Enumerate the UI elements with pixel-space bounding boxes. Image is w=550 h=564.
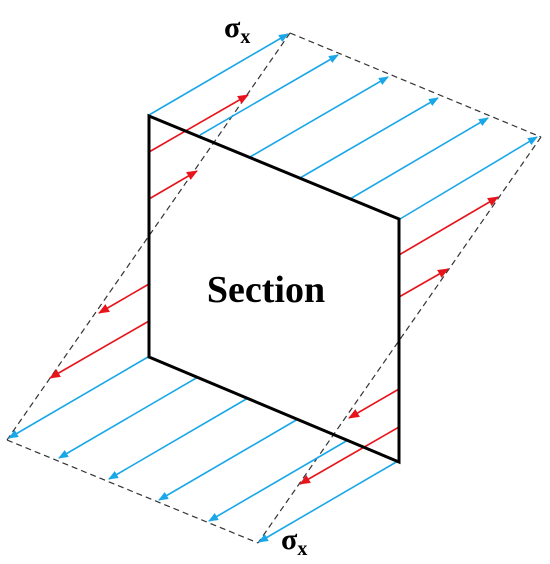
red-arrow	[299, 426, 400, 485]
red-arrow	[148, 94, 249, 153]
red-arrow	[49, 320, 150, 379]
blue-arrow	[208, 439, 349, 522]
blue-arrow	[58, 376, 199, 459]
section-outline	[147, 113, 401, 465]
red-arrow	[348, 388, 400, 419]
blue-arrow	[249, 76, 389, 158]
red-stress-arrows-right-top	[398, 196, 499, 298]
blue-arrow	[299, 97, 439, 179]
red-arrow	[98, 283, 150, 314]
blue-stress-arrows-top	[148, 33, 538, 220]
blue-arrow	[108, 397, 249, 480]
bottom-sigma-symbol: σ	[281, 523, 298, 556]
top-sigma-symbol: σ	[224, 11, 241, 44]
blue-arrow	[148, 33, 289, 116]
envelope-bottom-edge	[6, 439, 259, 544]
blue-arrow	[399, 136, 538, 220]
red-stress-arrows-left-bottom	[49, 283, 150, 379]
red-stress-arrows-left-top	[148, 94, 249, 200]
bottom-sigma-subscript: x	[297, 538, 307, 560]
red-stress-arrows-right-bottom	[299, 388, 400, 485]
top-sigma-label: σx	[224, 11, 250, 48]
section-label: Section	[207, 269, 325, 311]
top-sigma-subscript: x	[240, 26, 250, 48]
blue-arrow	[349, 117, 489, 200]
blue-stress-arrows-bottom	[8, 356, 399, 543]
bottom-sigma-label: σx	[281, 523, 307, 560]
red-arrow	[398, 196, 499, 256]
blue-arrow	[8, 356, 149, 439]
envelope-top-edge	[289, 32, 542, 138]
red-arrow	[148, 170, 198, 200]
blue-arrow	[199, 54, 339, 136]
blue-arrow	[158, 418, 299, 501]
blue-arrow	[258, 460, 399, 543]
red-arrow	[398, 268, 449, 298]
